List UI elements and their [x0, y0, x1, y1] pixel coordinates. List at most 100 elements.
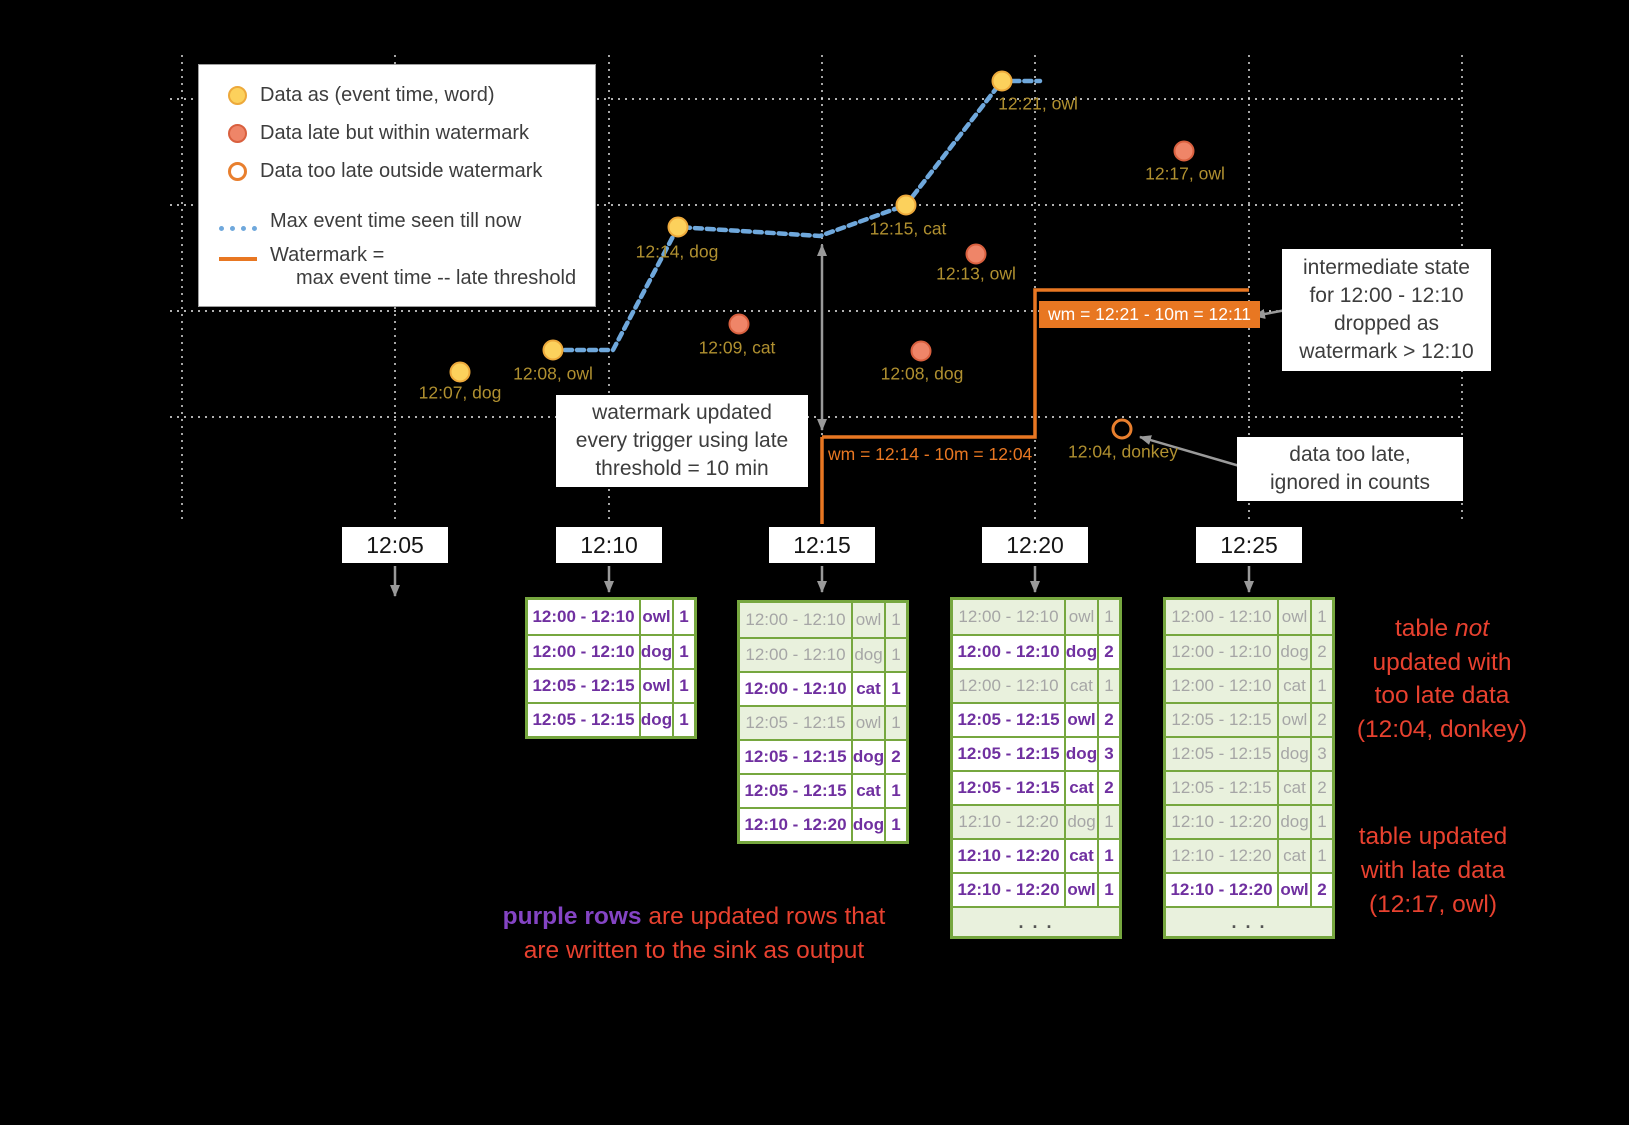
- cell-word: owl: [1279, 600, 1312, 634]
- cell-count: 1: [891, 713, 901, 732]
- trigger-time-12:15: 12:15: [769, 527, 875, 563]
- cell-word: cat: [1279, 772, 1312, 804]
- cell-word: owl: [1279, 874, 1312, 906]
- note-purple-rows: purple rows are updated rows that are wr…: [478, 866, 910, 967]
- legend-label: Watermark = max event time -- late thres…: [270, 244, 576, 290]
- cell-word: owl: [1066, 704, 1099, 736]
- cell-word: dog: [1279, 636, 1312, 668]
- legend: Data as (event time, word) Data late but…: [198, 64, 596, 307]
- cell-count: 1: [891, 645, 901, 664]
- cell-count: 2: [1104, 778, 1114, 797]
- legend-item-ontime: Data as (event time, word): [219, 80, 585, 111]
- cell-window: 12:05 - 12:15: [740, 775, 853, 807]
- data-point-on-time: [895, 194, 917, 216]
- cell-window: 12:05 - 12:15: [953, 738, 1066, 770]
- cell-word: cat: [1066, 772, 1099, 804]
- cell-window: 12:05 - 12:15: [1166, 704, 1279, 736]
- data-point-late: [965, 243, 987, 265]
- cell-window: 12:00 - 12:10: [740, 603, 853, 637]
- data-point-label: 12:15, cat: [869, 218, 947, 239]
- callout-watermark-updated: watermark updated every trigger using la…: [556, 395, 808, 487]
- table-ellipsis-row: . . .: [1166, 906, 1332, 936]
- note-text: table: [1395, 614, 1455, 642]
- cell-count: 1: [679, 642, 689, 661]
- trigger-time-12:20: 12:20: [982, 527, 1088, 563]
- cell-word: dog: [1066, 806, 1099, 838]
- cell-window: 12:00 - 12:10: [1166, 670, 1279, 702]
- purple-rows-highlight: purple rows: [502, 902, 642, 930]
- cell-word: cat: [1066, 670, 1099, 702]
- data-point-label: 12:13, owl: [936, 263, 1016, 284]
- cell-count: 1: [1104, 880, 1114, 899]
- cell-count: 1: [679, 676, 689, 695]
- cell-window: 12:05 - 12:15: [740, 707, 853, 739]
- cell-window: 12:00 - 12:10: [953, 636, 1066, 668]
- cell-window: 12:00 - 12:10: [740, 673, 853, 705]
- too-late-arrow: [1139, 435, 1244, 469]
- legend-label: Data too late outside watermark: [260, 160, 543, 182]
- cell-count: 1: [891, 781, 901, 800]
- cell-window: 12:00 - 12:10: [953, 670, 1066, 702]
- data-point-label: 12:08, owl: [513, 363, 593, 384]
- cell-count: 1: [891, 679, 901, 698]
- data-point-on-time: [667, 216, 689, 238]
- cell-count: 1: [1104, 676, 1114, 695]
- cell-window: 12:05 - 12:15: [1166, 738, 1279, 770]
- trigger-time-12:05: 12:05: [342, 527, 448, 563]
- cell-word: owl: [1279, 704, 1312, 736]
- cell-window: 12:05 - 12:15: [740, 741, 853, 773]
- cell-window: 12:05 - 12:15: [1166, 772, 1279, 804]
- legend-item-watermark: Watermark = max event time -- late thres…: [219, 244, 585, 290]
- cell-word: owl: [853, 603, 886, 637]
- cell-word: dog: [1066, 636, 1099, 668]
- cell-window: 12:10 - 12:20: [740, 809, 853, 841]
- note-text: are updated rows that are written to the…: [523, 902, 886, 964]
- note-table-updated-late: table updated with late data (12:17, owl…: [1358, 823, 1508, 918]
- cell-word: cat: [1279, 840, 1312, 872]
- note-text-italic: not: [1454, 614, 1489, 642]
- watermark-line: [822, 288, 1249, 439]
- watermark-label-second: wm = 12:21 - 10m = 12:11: [1039, 301, 1260, 328]
- cell-window: 12:05 - 12:15: [953, 704, 1066, 736]
- data-point-label: 12:21, owl: [998, 93, 1078, 114]
- cell-word: cat: [1279, 670, 1312, 702]
- cell-window: 12:00 - 12:10: [740, 639, 853, 671]
- legend-label-line1: Watermark =: [270, 244, 385, 266]
- data-point-late: [1173, 140, 1195, 162]
- cell-window: 12:10 - 12:20: [1166, 806, 1279, 838]
- cell-window: 12:10 - 12:20: [953, 806, 1066, 838]
- cell-word: dog: [1279, 738, 1312, 770]
- cell-count: 1: [891, 610, 901, 629]
- callout-intermediate-state: intermediate state for 12:00 - 12:10 dro…: [1282, 249, 1491, 371]
- cell-count: 2: [891, 747, 901, 766]
- cell-word: owl: [853, 707, 886, 739]
- open-orange-dot-icon: [228, 162, 247, 181]
- data-point-label: 12:08, dog: [880, 363, 964, 384]
- trigger-time-12:25: 12:25: [1196, 527, 1302, 563]
- cell-count: 3: [1104, 744, 1114, 763]
- legend-item-toolate: Data too late outside watermark: [219, 156, 585, 187]
- cell-window: 12:00 - 12:10: [528, 636, 641, 668]
- cell-word: dog: [853, 809, 886, 841]
